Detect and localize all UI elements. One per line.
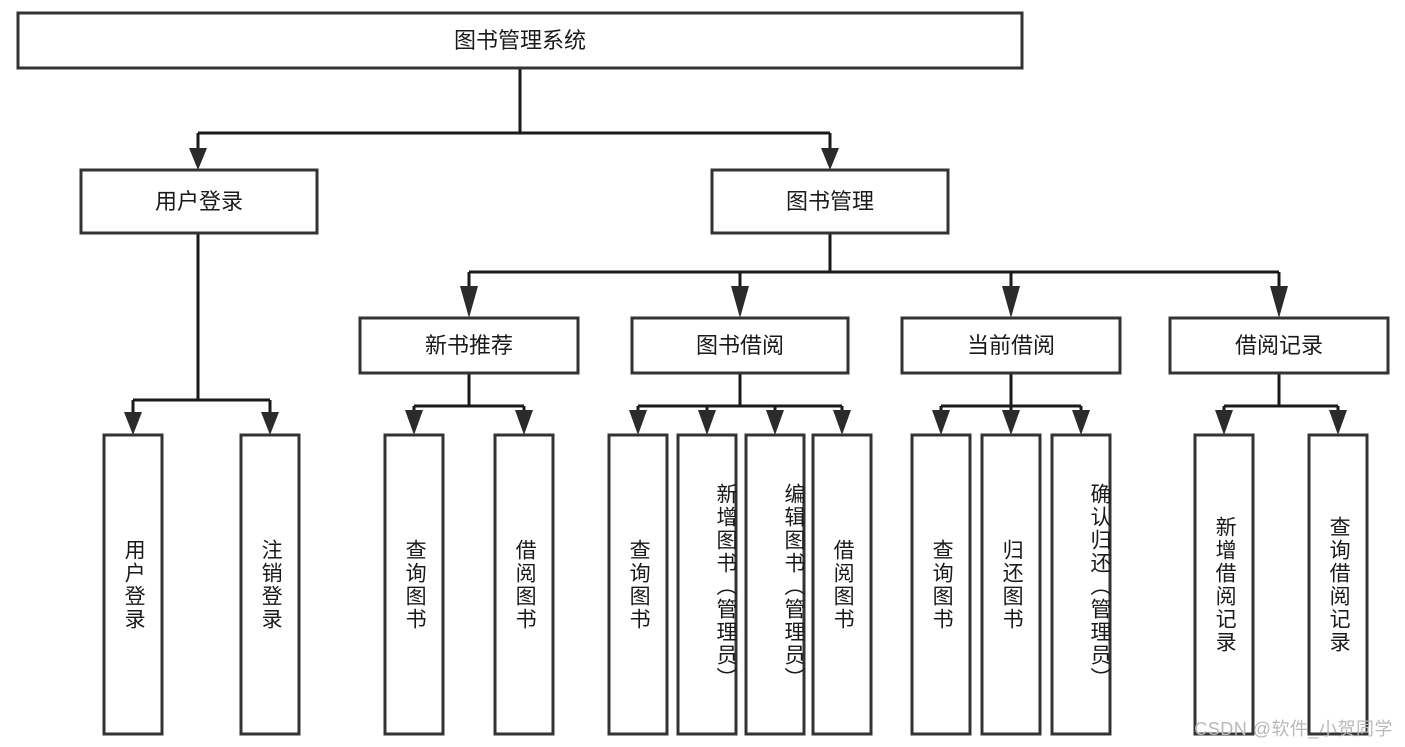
node-root-box[interactable] (16, 11, 1024, 70)
node-leaf-box-current-borrow-2[interactable] (1050, 433, 1112, 736)
connector-group-new-book-recommend (405, 373, 533, 435)
node-level2-box-1[interactable] (710, 168, 950, 235)
arrow-head-leaf-currentborrow-0 (932, 410, 950, 435)
node-level2-label-0: 用户登录 (155, 189, 243, 214)
arrow-head-current-borrow (1002, 286, 1020, 318)
connector-group-book-borrow (629, 373, 851, 435)
node-leaf-box-user-login-1[interactable] (239, 433, 301, 736)
connector-group-current-borrow (932, 373, 1090, 435)
node-level3-box-2[interactable] (900, 316, 1122, 375)
arrow-head-leaf-borrowrecord-1 (1329, 410, 1347, 435)
node-leaf-box-borrow-record-1[interactable] (1307, 433, 1369, 736)
arrow-head-leaf-borrowrecord-0 (1215, 410, 1233, 435)
node-level2-box-0[interactable] (79, 168, 319, 235)
node-root-label: 图书管理系统 (454, 28, 586, 53)
csdn-watermark: CSDN @软件_小贺同学 (1194, 719, 1393, 739)
arrow-head-borrow-record (1270, 286, 1288, 318)
arrow-head-leaf-user-login-0 (124, 412, 142, 435)
node-leaf-box-borrow-record-0[interactable] (1193, 433, 1255, 736)
arrow-head-leaf-currentborrow-2 (1072, 410, 1090, 435)
node-level2-label-1: 图书管理 (786, 189, 874, 214)
arrow-head-leaf-user-login-1 (261, 412, 279, 435)
arrow-head-leaf-newbook-0 (405, 410, 423, 435)
node-level3-box-3[interactable] (1168, 316, 1390, 375)
arrow-head-book-borrow (731, 286, 749, 318)
arrow-head-book-manage (821, 148, 839, 170)
node-leaf-box-new-book-0[interactable] (383, 433, 445, 736)
node-leaf-box-new-book-1[interactable] (493, 433, 555, 736)
node-level3-box-1[interactable] (630, 316, 850, 375)
connector-group-root (189, 68, 839, 170)
node-level3-label-2: 当前借阅 (967, 333, 1055, 358)
arrow-head-leaf-newbook-1 (515, 410, 533, 435)
node-leaf-box-book-borrow-1[interactable] (676, 433, 738, 736)
arrow-head-leaf-currentborrow-1 (1002, 410, 1020, 435)
node-leaf-box-current-borrow-0[interactable] (910, 433, 972, 736)
arrow-head-leaf-bookborrow-2 (766, 410, 784, 435)
node-leaf-box-user-login-0[interactable] (102, 433, 164, 736)
node-level3-box-0[interactable] (358, 316, 580, 375)
node-leaf-box-current-borrow-1[interactable] (980, 433, 1042, 736)
arrow-head-new-book-recommend (460, 286, 478, 318)
arrow-head-leaf-bookborrow-3 (833, 410, 851, 435)
node-level3-label-0: 新书推荐 (425, 333, 513, 358)
node-leaf-box-book-borrow-3[interactable] (811, 433, 873, 736)
arrow-head-user-login (189, 148, 207, 170)
connector-group-book-manage (460, 233, 1288, 318)
node-level3-label-3: 借阅记录 (1235, 333, 1323, 358)
connector-group-borrow-record (1215, 373, 1347, 435)
connector-group-user-login (124, 233, 279, 435)
arrow-head-leaf-bookborrow-1 (698, 410, 716, 435)
arrow-head-leaf-bookborrow-0 (629, 410, 647, 435)
node-leaf-box-book-borrow-0[interactable] (607, 433, 669, 736)
node-level3-label-1: 图书借阅 (696, 333, 784, 358)
node-leaf-box-book-borrow-2[interactable] (744, 433, 806, 736)
